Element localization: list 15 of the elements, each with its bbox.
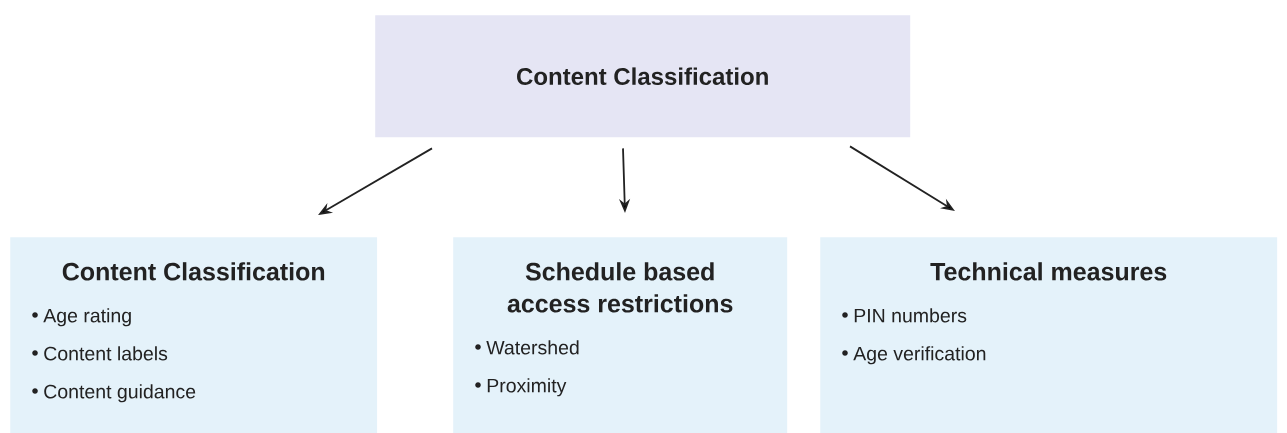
category-box (453, 237, 788, 433)
heading: Technical measures (930, 262, 1167, 281)
bullet-item: Age rating (32, 308, 131, 327)
bullet-item: Content guidance (32, 384, 196, 403)
heading: Content Classification (517, 67, 768, 85)
bullet-item: Proximity (475, 378, 567, 397)
category-box (820, 237, 1278, 433)
heading: Schedule based access restrictions (507, 262, 733, 313)
bullet-item: Watershed (475, 340, 579, 355)
heading: Content Classification (62, 262, 325, 281)
title-box (375, 15, 911, 138)
bullet-item: PIN numbers (842, 308, 967, 323)
bullet-item: Content labels (32, 346, 168, 361)
bullet-item: Age verification (842, 346, 986, 365)
category-box (10, 237, 378, 433)
